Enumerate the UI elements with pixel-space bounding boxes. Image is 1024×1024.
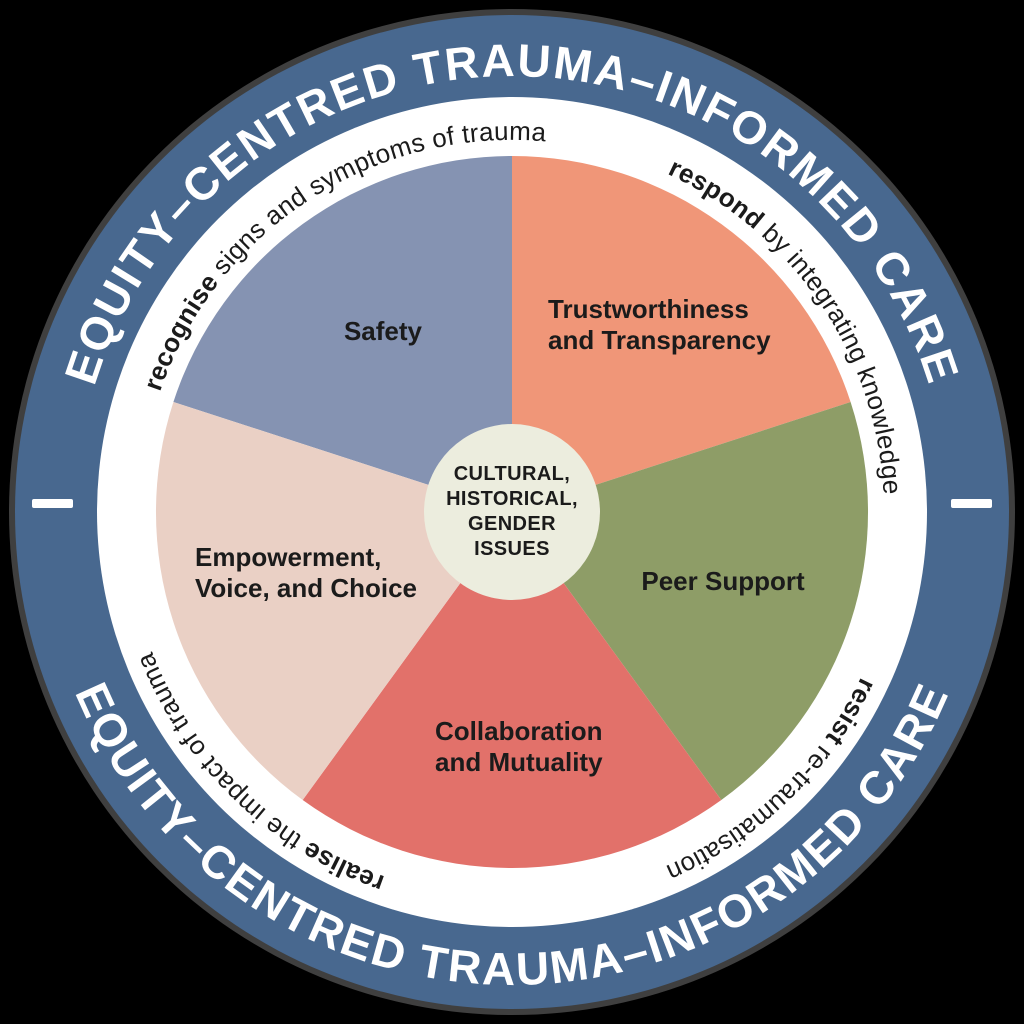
center-circle [424,424,600,600]
segment-peer-support [512,402,869,800]
label-collaboration-line1: Collaboration [435,716,603,746]
label-trustworthiness-line2: and Transparency [548,325,771,355]
label-trustworthiness-line1: Trustworthiness [548,294,749,324]
label-peer-support: Peer Support [641,566,805,596]
segment-trustworthiness-and-transparency [512,156,851,512]
segment-collaboration-and-mutuality [302,512,722,869]
center-text-line3: GENDER [468,513,556,535]
segment-empowerment-voice-and-choice [155,402,512,800]
label-empowerment-line1: Empowerment, [195,542,381,572]
center-text-line1: CULTURAL, [454,463,571,485]
label-collaboration-line2: and Mutuality [435,747,603,777]
label-safety: Safety [344,316,423,346]
center-text-line4: ISSUES [474,538,550,560]
center-text-line2: HISTORICAL, [446,488,578,510]
segment-safety [173,156,512,512]
label-empowerment-line2: Voice, and Choice [195,573,417,603]
ring-separator-dash-left [32,499,73,508]
ring-separator-dash-right [951,499,992,508]
